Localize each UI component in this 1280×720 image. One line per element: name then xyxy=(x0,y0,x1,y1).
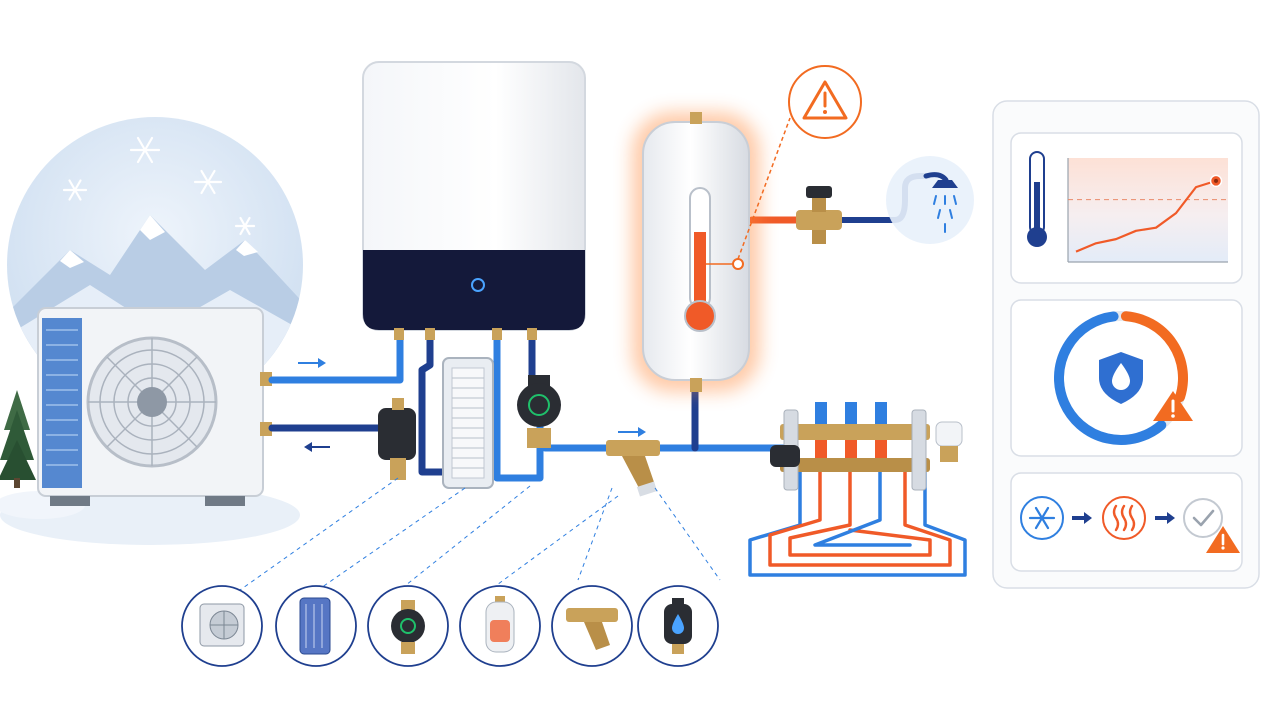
thermometer-icon xyxy=(1027,151,1047,247)
legend-expansion-vessel xyxy=(459,585,541,667)
legend-heat-exchanger xyxy=(275,585,357,667)
mixing-valve xyxy=(796,186,842,244)
chart-plot-area xyxy=(1068,158,1228,262)
snowflake-decoration xyxy=(62,136,256,236)
component-legend xyxy=(181,585,719,667)
legend-y-strainer xyxy=(551,585,633,667)
underfloor-manifold xyxy=(770,402,963,491)
heat-exchanger-icon xyxy=(299,597,331,655)
chart-point-core xyxy=(1214,178,1218,183)
protection-gauge xyxy=(1054,311,1188,445)
warning-triangle-icon xyxy=(1206,526,1240,553)
y-strainer xyxy=(606,440,660,497)
chart-series-line xyxy=(1075,179,1217,253)
shower-outlet xyxy=(886,156,974,244)
legend-outdoor-unit xyxy=(181,585,263,667)
arrow-right-icon xyxy=(1072,512,1092,524)
legend-magnetic-filter xyxy=(637,585,719,667)
leader-lines xyxy=(225,477,721,601)
magnetic-filter xyxy=(378,398,416,480)
magnetic-filter-icon xyxy=(664,598,692,654)
warning-triangle-icon xyxy=(802,80,848,120)
snowflake-icon xyxy=(1020,496,1064,540)
checkmark-icon xyxy=(1183,498,1223,538)
shower-icon xyxy=(923,172,958,233)
power-indicator-icon xyxy=(471,278,485,292)
protection-gauge-card xyxy=(1010,299,1243,457)
trend-chart xyxy=(1067,158,1228,263)
outdoor-unit-icon xyxy=(199,603,245,647)
heat-waves-icon xyxy=(1102,496,1146,540)
temperature-trend-card xyxy=(1010,132,1243,284)
gauge-arc-warning xyxy=(1120,311,1188,403)
y-strainer-icon xyxy=(566,608,618,650)
circulation-pump-icon xyxy=(391,600,425,654)
pine-tree xyxy=(0,390,36,488)
thermometer-icon xyxy=(684,187,716,332)
plate-heat-exchanger xyxy=(442,357,494,489)
shield-water-drop-icon xyxy=(1099,352,1143,404)
arrow-right-icon xyxy=(1155,512,1175,524)
flow-arrow xyxy=(298,358,646,437)
outdoor-unit xyxy=(37,307,272,506)
return-arrow xyxy=(304,442,330,452)
legend-circulation-pump xyxy=(367,585,449,667)
process-sequence-card xyxy=(1010,472,1243,572)
hot-water-cylinder xyxy=(632,112,760,392)
gauge-arc-protected xyxy=(1054,311,1167,445)
boiler-unit xyxy=(362,61,586,340)
status-panel xyxy=(992,100,1260,589)
warning-callout xyxy=(737,65,862,260)
expansion-vessel-icon xyxy=(485,596,515,653)
circulation-pump xyxy=(517,375,561,448)
warning-triangle-icon xyxy=(1153,391,1193,421)
